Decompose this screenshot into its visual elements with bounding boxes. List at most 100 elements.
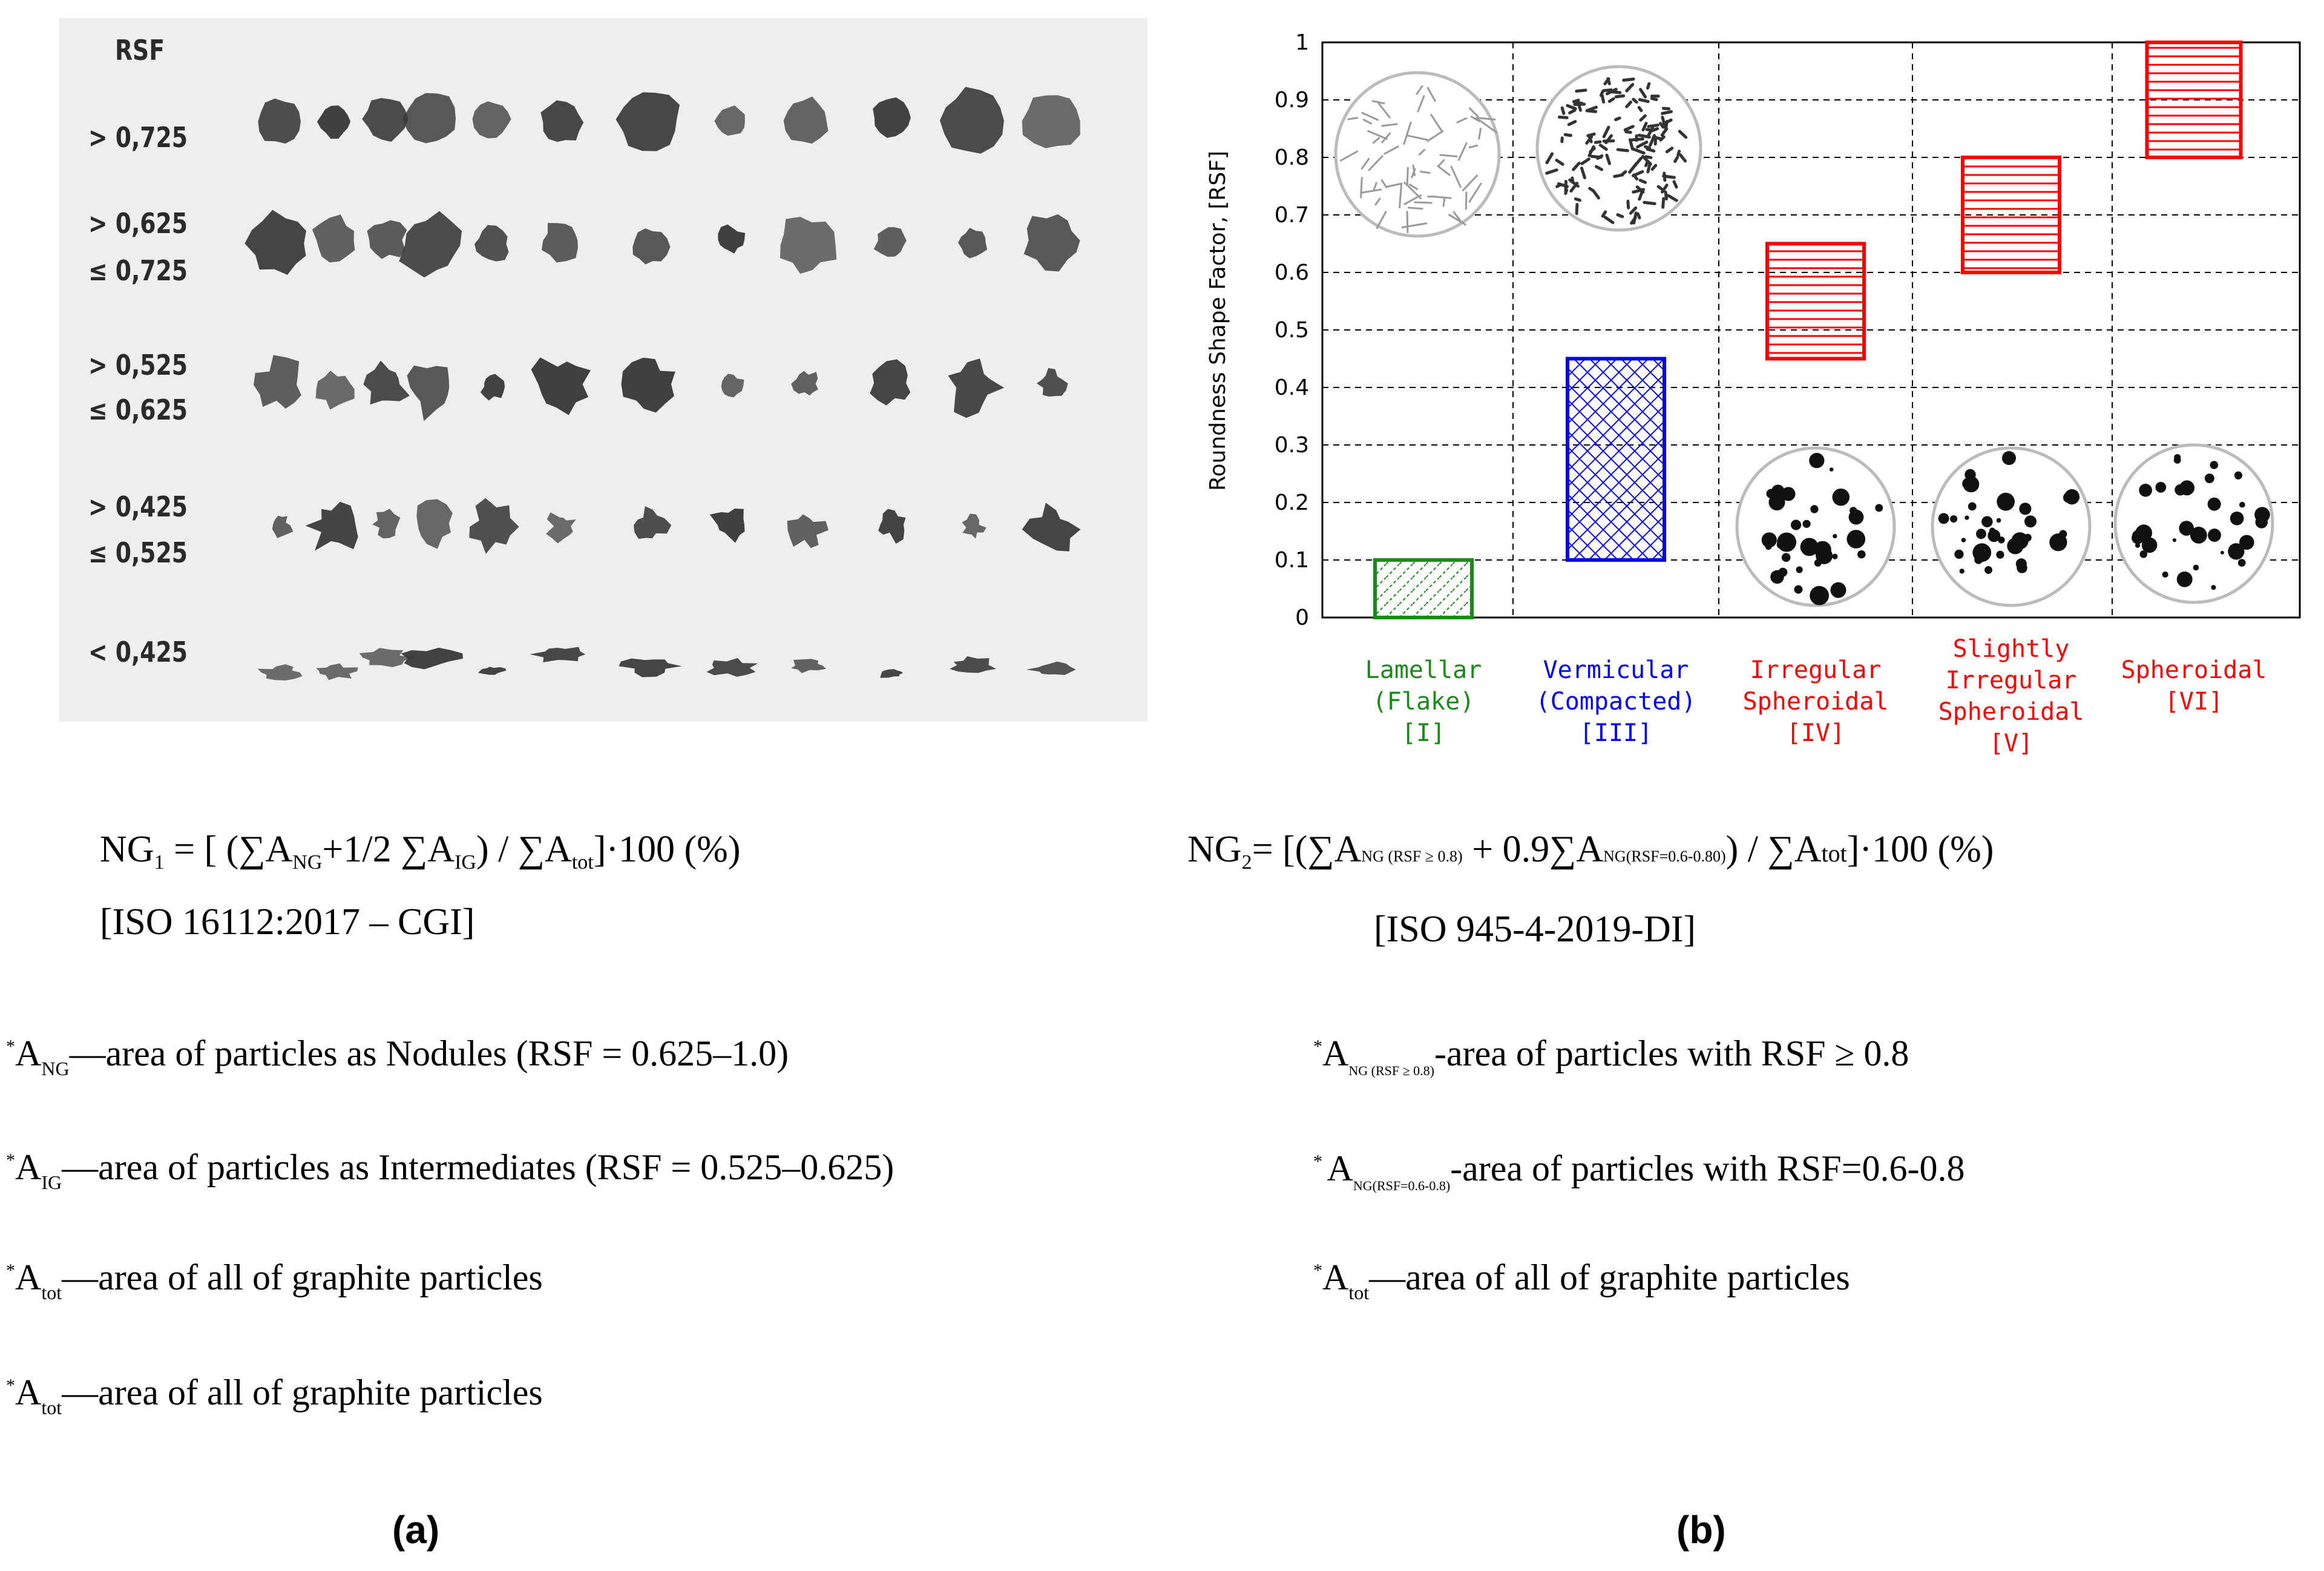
graphite-particle bbox=[531, 357, 591, 415]
graphite-particle bbox=[880, 669, 904, 678]
graphite-particle bbox=[402, 93, 456, 143]
y-tick-label: 0.7 bbox=[1275, 203, 1309, 228]
graphite-particle bbox=[783, 96, 829, 144]
graphite-particle bbox=[359, 648, 416, 667]
graphite-particle bbox=[1037, 367, 1068, 397]
ng1-formula: NG1 = [ (∑ANG+1/2 ∑AIG) / ∑Atot]·100 (%) bbox=[100, 829, 741, 874]
spheroidal-thumbnail bbox=[2113, 443, 2274, 604]
graphite-particle bbox=[873, 97, 911, 138]
graphite-particle bbox=[245, 209, 306, 275]
category-label: Lamellar bbox=[1365, 656, 1482, 684]
rsf-range-bar bbox=[1765, 242, 1866, 361]
y-tick-label: 0 bbox=[1295, 605, 1309, 630]
y-tick-label: 0.2 bbox=[1275, 490, 1309, 515]
chart-grid bbox=[1321, 41, 2301, 619]
graphite-particle bbox=[958, 228, 988, 259]
y-axis-ticks: 00.10.20.30.40.50.60.70.80.91 bbox=[1275, 30, 1309, 630]
ng2-formula: NG2= [(∑ANG (RSF ≥ 0.8) + 0.9∑ANG(RSF=0.… bbox=[1187, 829, 1994, 874]
y-tick-label: 0.6 bbox=[1275, 260, 1309, 285]
note-a-tot-2: *Atot—area of all of graphite particles bbox=[6, 1372, 543, 1418]
y-tick-label: 0.9 bbox=[1275, 88, 1309, 113]
category-label: Spheroidal bbox=[1743, 688, 1889, 716]
graphite-particle bbox=[950, 656, 997, 673]
y-tick-label: 0.3 bbox=[1275, 433, 1309, 458]
note-a-ig: *AIG—area of particles as Intermediates … bbox=[6, 1147, 894, 1193]
graphite-particle bbox=[1023, 214, 1080, 272]
graphite-particle bbox=[407, 365, 450, 421]
graphite-particle-micrograph bbox=[59, 18, 1147, 722]
note-a-tot-1: *Atot—area of all of graphite particles bbox=[6, 1257, 543, 1303]
graphite-particle bbox=[962, 513, 986, 539]
graphite-particle bbox=[401, 647, 463, 670]
y-tick-label: 0.8 bbox=[1275, 145, 1309, 170]
graphite-particle bbox=[878, 509, 906, 544]
graphite-particle bbox=[399, 211, 462, 278]
graphite-particle bbox=[474, 225, 509, 262]
note-b-ng-rsf-08: *ANG (RSF ≥ 0.8)-area of particles with … bbox=[1313, 1033, 1909, 1078]
category-label: [VI] bbox=[2165, 688, 2223, 716]
graphite-particle bbox=[615, 92, 680, 151]
rsf-row-2-label-lower: ≤ 0,725 bbox=[88, 254, 188, 287]
graphite-particle bbox=[634, 506, 672, 539]
graphite-particle bbox=[1022, 95, 1080, 148]
graphite-particle bbox=[939, 87, 1004, 154]
graphite-particle bbox=[632, 228, 671, 265]
category-label: Slightly bbox=[1953, 635, 2070, 663]
graphite-particle bbox=[254, 355, 301, 409]
graphite-particle bbox=[787, 514, 829, 548]
flake-graphite-thumbnail bbox=[1334, 71, 1501, 238]
rsf-range-bar bbox=[1961, 156, 2061, 274]
category-label: [I] bbox=[1402, 719, 1445, 747]
graphite-particle bbox=[1022, 502, 1081, 552]
graphite-particle bbox=[257, 664, 303, 680]
rsf-range-bars bbox=[1373, 41, 2243, 619]
note-b-ng-rsf-06-08: * ANG(RSF=0.6-0.8)-area of particles wit… bbox=[1313, 1148, 1965, 1193]
note-b-tot: *Atot—area of all of graphite particles bbox=[1313, 1257, 1850, 1303]
graphite-particle bbox=[870, 359, 911, 406]
rsf-row-3-label-upper: > 0,525 bbox=[88, 349, 188, 381]
graphite-particle bbox=[469, 498, 519, 554]
graphite-particle bbox=[948, 358, 1005, 418]
category-label: (Compacted) bbox=[1536, 688, 1696, 716]
category-labels: Lamellar(Flake)[I]Vermicular(Compacted)[… bbox=[1365, 635, 2267, 757]
graphite-particle bbox=[791, 659, 827, 673]
graphite-particle bbox=[619, 658, 682, 677]
graphite-particle bbox=[791, 371, 818, 396]
graphite-particle bbox=[317, 105, 351, 139]
graphite-particles bbox=[245, 87, 1081, 680]
microstructure-thumbnails bbox=[1334, 65, 2274, 607]
rsf-row-4-label-lower: ≤ 0,525 bbox=[88, 536, 188, 569]
graphite-particle bbox=[305, 501, 358, 551]
graphite-particle bbox=[272, 515, 294, 538]
graphite-particle bbox=[312, 214, 355, 263]
y-tick-label: 0.4 bbox=[1275, 375, 1309, 400]
vermicular-graphite-thumbnail bbox=[1535, 65, 1702, 232]
graphite-particle bbox=[367, 220, 407, 259]
graphite-particle bbox=[540, 100, 584, 142]
rsf-row-4-label-upper: > 0,425 bbox=[88, 490, 188, 523]
graphite-particle bbox=[362, 98, 409, 142]
category-label: Spheroidal bbox=[2121, 656, 2267, 684]
rsf-row-5-label: < 0,425 bbox=[88, 636, 188, 668]
graphite-particle bbox=[530, 647, 586, 662]
caption-a: (a) bbox=[392, 1508, 440, 1552]
category-label: [IV] bbox=[1787, 719, 1845, 747]
y-tick-label: 0.5 bbox=[1275, 318, 1309, 343]
rsf-chart: 00.10.20.30.40.50.60.70.80.91 Lamellar(F… bbox=[1206, 30, 2301, 757]
graphite-particle bbox=[709, 509, 745, 543]
category-label: Spheroidal bbox=[1938, 698, 2084, 726]
rsf-range-bar bbox=[1373, 558, 1474, 619]
rsf-range-bar bbox=[1566, 357, 1666, 562]
graphite-particle bbox=[416, 499, 453, 549]
graphite-particle bbox=[363, 360, 410, 405]
y-tick-label: 0.1 bbox=[1275, 548, 1309, 573]
graphite-particle bbox=[714, 105, 745, 136]
iso-16112-standard: [ISO 16112:2017 – CGI] bbox=[100, 901, 475, 943]
graphite-particle bbox=[718, 224, 746, 254]
graphite-particle bbox=[1026, 661, 1076, 675]
graphite-particle bbox=[478, 667, 507, 675]
rsf-row-1-label: > 0,725 bbox=[88, 121, 188, 154]
graphite-particle bbox=[472, 101, 511, 139]
graphite-particle bbox=[706, 657, 758, 677]
graphite-particle bbox=[621, 357, 675, 413]
